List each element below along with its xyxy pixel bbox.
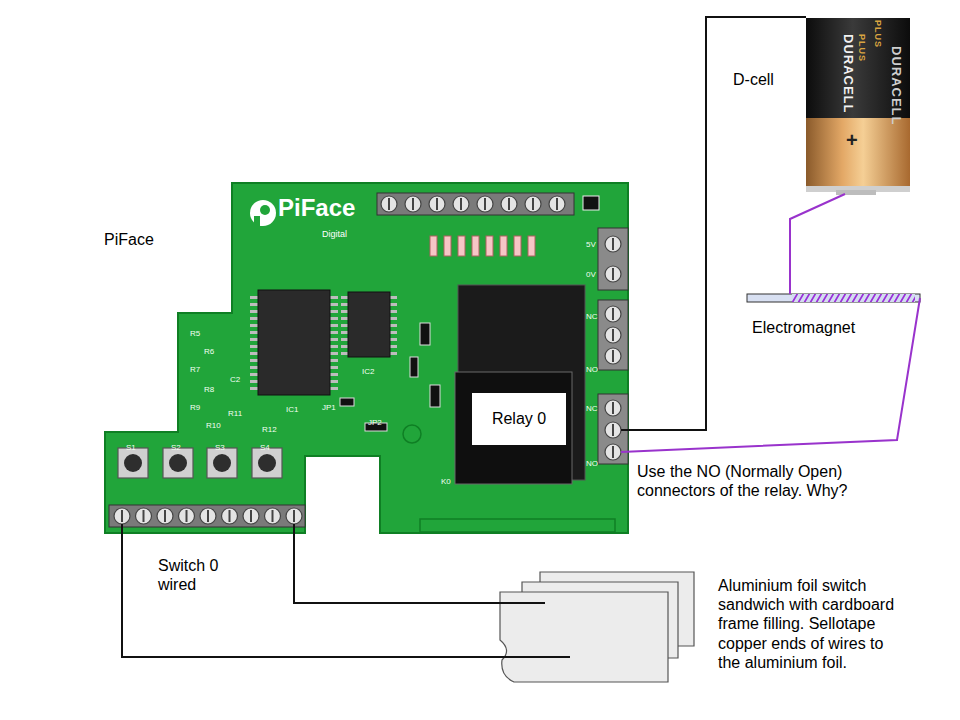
silkscreen-label: R8 [204, 385, 214, 395]
battery [806, 18, 910, 195]
silkscreen-label: 5V [586, 240, 596, 250]
silkscreen-label: 0V [586, 270, 596, 280]
silkscreen-label: S4 [260, 443, 270, 453]
relay-body [455, 372, 572, 484]
foil-switch [500, 572, 694, 682]
silkscreen-label: R9 [190, 403, 200, 413]
silkscreen-label: NO [586, 365, 598, 375]
silkscreen-label: R5 [190, 329, 200, 339]
electromagnet [747, 294, 920, 302]
input-header [109, 505, 305, 527]
silkscreen-label: S1 [126, 443, 136, 453]
push-button [118, 448, 282, 478]
capacitor [403, 425, 421, 443]
annotation-label: Switch 0 wired [158, 556, 233, 594]
battery-brand: DURACELL [888, 46, 904, 126]
silkscreen-label: JP1 [322, 403, 336, 413]
silkscreen-label: S3 [215, 443, 225, 453]
silkscreen-label: C2 [230, 375, 240, 385]
silkscreen-label: R10 [206, 421, 221, 431]
battery-brand: PLUS [872, 20, 883, 48]
silkscreen-label: K0 [441, 477, 451, 487]
terminal-block [598, 228, 628, 464]
jumper [583, 196, 599, 210]
battery-brand: DURACELL [840, 34, 856, 114]
led-row [430, 236, 535, 256]
silkscreen-label: R11 [228, 409, 242, 419]
logo-icon [250, 200, 276, 228]
logo-text: PiFace [278, 194, 355, 223]
silkscreen-label: JP2 [368, 418, 382, 428]
silkscreen-label: NO [586, 459, 598, 469]
pcb-board [105, 183, 628, 533]
silkscreen-label: IC1 [286, 405, 298, 415]
ic-chip [250, 290, 397, 395]
wire [122, 17, 920, 657]
annotation-label: Electromagnet [752, 318, 855, 337]
node-text: Relay 0 [492, 409, 546, 428]
annotation-label: PiFace [104, 230, 154, 249]
annotation-label: D-cell [733, 70, 774, 89]
relay-label-box: Relay 0 [472, 393, 566, 445]
silkscreen-label: R12 [262, 425, 277, 435]
jumper [340, 323, 440, 431]
logo-text: Digital [322, 229, 347, 240]
battery-brand: PLUS [856, 34, 867, 62]
silkscreen-label: S2 [171, 443, 181, 453]
header-outline [420, 519, 615, 532]
silkscreen-label: R6 [204, 347, 214, 357]
polarity-mark: + [846, 128, 858, 152]
annotation-note: Aluminium foil switch sandwich with card… [718, 576, 903, 672]
silkscreen-label: NC [586, 404, 598, 414]
output-header [377, 193, 574, 215]
silkscreen-label: NC [586, 312, 598, 322]
silkscreen-label: IC2 [362, 367, 374, 377]
annotation-note: Use the NO (Normally Open) connectors of… [637, 462, 877, 500]
silkscreen-label: R7 [190, 365, 200, 375]
